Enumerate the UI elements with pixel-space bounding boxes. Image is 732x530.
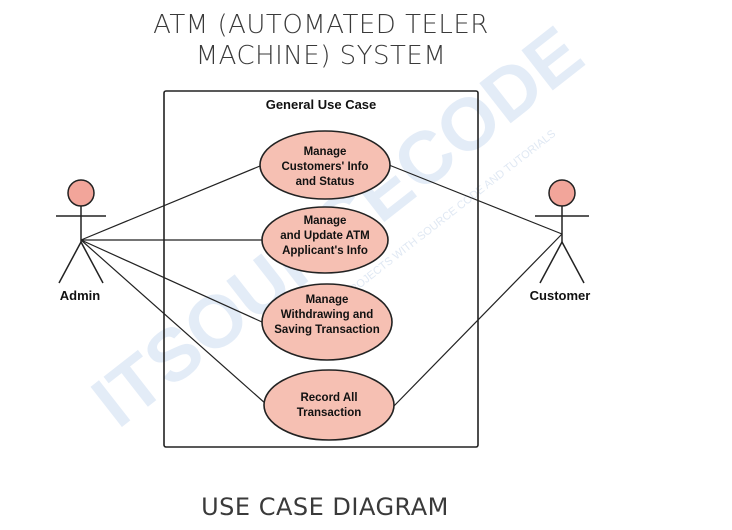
use-case-manage-atm-applicant-info	[261, 206, 389, 274]
use-case-1-line-1: Manage	[304, 146, 347, 158]
use-case-2-line-3: Applicant's Info	[282, 245, 368, 257]
use-case-record-all-transaction	[263, 369, 395, 441]
system-boundary	[163, 90, 479, 448]
use-case-2-line-2: and Update ATM	[280, 230, 369, 242]
actor-admin-label: Admin	[60, 288, 101, 303]
admin-right-leg	[80, 241, 104, 284]
actor-admin	[56, 179, 106, 284]
system-boundary-label: General Use Case	[266, 97, 377, 112]
use-case-3-line-3: Saving Transaction	[274, 324, 379, 336]
actor-customer	[535, 179, 589, 284]
admin-left-leg	[58, 241, 82, 284]
use-case-1-line-3: and Status	[296, 176, 355, 188]
use-case-manage-transactions	[261, 283, 393, 361]
actor-customer-label: Customer	[530, 288, 591, 303]
title-line-1: ATM (AUTOMATED TELER	[153, 10, 489, 40]
use-case-manage-customers-info	[259, 130, 391, 200]
use-case-3-line-1: Manage	[306, 294, 349, 306]
diagram-title: ATM (AUTOMATED TELER MACHINE) SYSTEM	[0, 10, 642, 72]
use-case-3-line-2: Withdrawing and	[281, 309, 374, 321]
customer-right-leg	[561, 241, 585, 284]
use-case-4-line-1: Record All	[300, 392, 357, 404]
association-customer-usecase-4	[391, 233, 563, 409]
use-case-2-line-1: Manage	[304, 215, 347, 227]
customer-left-leg	[539, 241, 563, 284]
association-customer-usecase-1	[388, 164, 563, 235]
use-case-1-line-2: Customers' Info	[281, 161, 368, 173]
association-admin-usecase-3	[80, 239, 263, 323]
title-line-2: MACHINE) SYSTEM	[195, 41, 447, 71]
association-admin-usecase-1	[80, 165, 261, 241]
use-case-4-line-2: Transaction	[297, 407, 362, 419]
admin-head-icon	[67, 179, 95, 207]
association-admin-usecase-4	[80, 239, 267, 405]
customer-head-icon	[548, 179, 576, 207]
diagram-caption: USE CASE DIAGRAM	[201, 493, 449, 521]
associations	[80, 164, 563, 409]
